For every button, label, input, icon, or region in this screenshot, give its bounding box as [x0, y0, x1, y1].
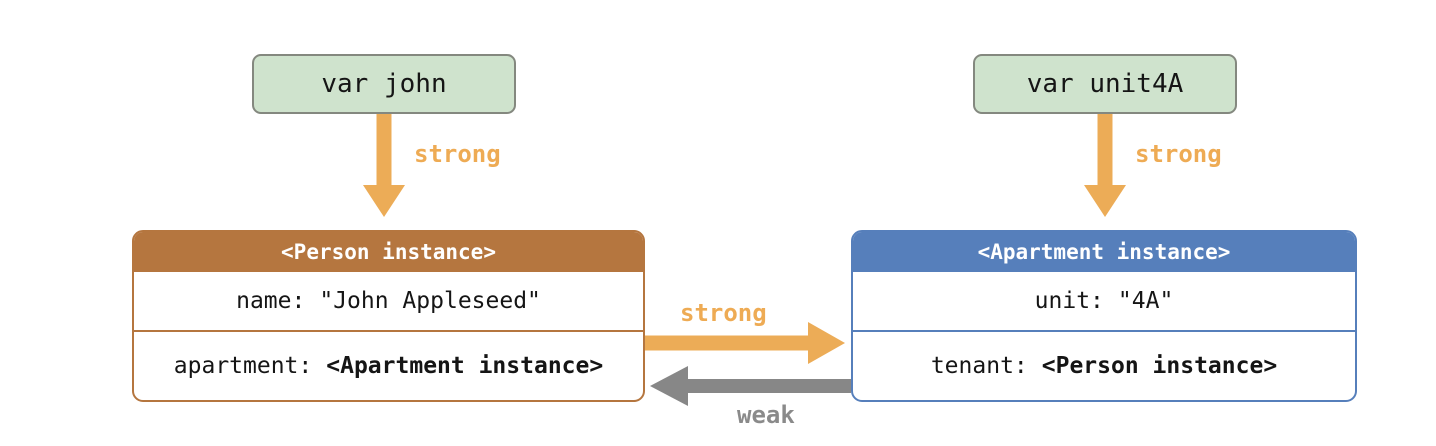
var-unit4a-label: var unit4A: [1026, 69, 1184, 99]
apartment-tenant-label: tenant:: [930, 353, 1028, 379]
apartment-instance-box: <Apartment instance> unit: "4A" tenant: <P…: [851, 230, 1357, 402]
person-box-header: <Person instance>: [134, 232, 643, 272]
strong-label-unit4a: strong: [1135, 140, 1222, 168]
apartment-unit-value: "4A": [1117, 288, 1174, 314]
apartment-box-title: <Apartment instance>: [977, 240, 1231, 264]
strong-label-john: strong: [414, 140, 501, 168]
var-john-label: var john: [321, 69, 447, 99]
person-row-name: name: "John Appleseed": [134, 272, 643, 332]
weak-label: weak: [737, 401, 795, 429]
strong-arrow-right-icon: [645, 322, 845, 364]
person-instance-box: <Person instance> name:"John Appleseed" …: [132, 230, 645, 402]
var-john-box: var john: [252, 54, 516, 114]
strong-arrow-down-unit4a-icon: [1084, 114, 1126, 217]
person-apartment-label: apartment:: [173, 353, 313, 379]
strong-arrow-down-john-icon: [363, 114, 405, 217]
var-unit4a-box: var unit4A: [973, 54, 1237, 114]
apartment-row-tenant: tenant: <Person instance>: [853, 332, 1355, 400]
person-name-label: name:: [236, 288, 306, 314]
weak-arrow-left-icon: [650, 366, 851, 406]
apartment-tenant-value: <Person instance>: [1041, 353, 1278, 379]
person-row-apartment: apartment: <Apartment instance>: [134, 332, 643, 400]
person-apartment-value: <Apartment instance>: [326, 353, 604, 379]
person-name-value: "John Appleseed": [319, 288, 541, 314]
apartment-unit-label: unit:: [1034, 288, 1104, 314]
apartment-row-unit: unit: "4A": [853, 272, 1355, 332]
strong-label-middle: strong: [680, 299, 767, 327]
apartment-box-header: <Apartment instance>: [853, 232, 1355, 272]
person-box-title: <Person instance>: [281, 240, 496, 264]
